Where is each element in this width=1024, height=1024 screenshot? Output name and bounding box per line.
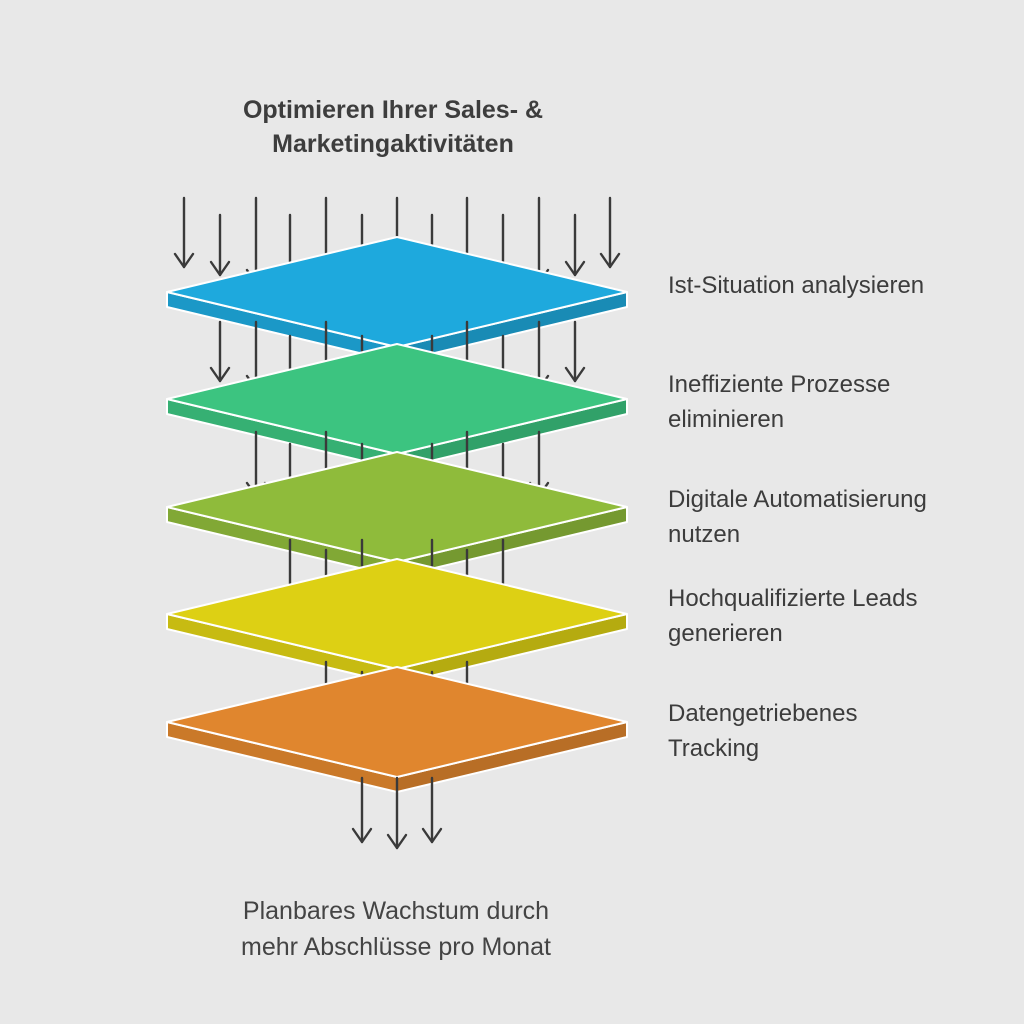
arrow-2-11 bbox=[564, 320, 586, 383]
arrow-6-2 bbox=[386, 776, 408, 850]
layer-plate-1 bbox=[166, 236, 628, 363]
layer-label-4-line-2: generieren bbox=[668, 620, 783, 647]
outcome-line-1: Planbares Wachstum durch bbox=[242, 897, 550, 925]
layer-label-1: Ist-Situation analysieren bbox=[668, 268, 1008, 303]
arrow-1-1 bbox=[173, 196, 195, 269]
arrow-6-1 bbox=[351, 776, 373, 844]
layer-plate-4 bbox=[166, 558, 628, 685]
arrow-1-12 bbox=[564, 213, 586, 277]
title-line-1: Optimieren Ihrer Sales- & bbox=[242, 96, 544, 124]
layer-label-1-line-1: Ist-Situation analysieren bbox=[668, 272, 925, 299]
layer-label-4-line-1: Hochqualifizierte Leads bbox=[668, 585, 918, 612]
layer-label-5-line-1: Datengetriebenes bbox=[668, 700, 858, 727]
layer-label-2-line-1: Ineffiziente Prozesse bbox=[668, 371, 891, 398]
layer-label-5-line-2: Tracking bbox=[668, 735, 760, 762]
arrow-1-13 bbox=[599, 196, 621, 269]
layer-label-2: Ineffiziente Prozesse eliminieren bbox=[668, 367, 1008, 437]
layer-stack bbox=[166, 196, 628, 850]
arrow-1-2 bbox=[209, 213, 231, 277]
title-line-2: Marketingaktivitäten bbox=[272, 130, 514, 158]
layer-plate-2 bbox=[166, 343, 628, 470]
layer-label-5: Datengetriebenes Tracking bbox=[668, 696, 1008, 766]
layer-plate-5 bbox=[166, 666, 628, 793]
layer-label-3-line-2: nutzen bbox=[668, 521, 741, 548]
layer-label-3: Digitale Automatisierung nutzen bbox=[668, 482, 1008, 552]
layer-label-4: Hochqualifizierte Leads generieren bbox=[668, 581, 1008, 651]
layer-label-3-line-1: Digitale Automatisierung bbox=[668, 486, 927, 513]
arrow-2-1 bbox=[209, 320, 231, 383]
layer-label-2-line-2: eliminieren bbox=[668, 406, 785, 433]
arrow-6-3 bbox=[421, 776, 443, 844]
outcome-line-2: mehr Abschlüsse pro Monat bbox=[241, 933, 551, 961]
diagram-title: Optimieren Ihrer Sales- & Marketingaktiv… bbox=[150, 93, 636, 161]
outcome-text: Planbares Wachstum durch mehr Abschlüsse… bbox=[150, 893, 642, 965]
layer-plate-3 bbox=[166, 451, 628, 578]
